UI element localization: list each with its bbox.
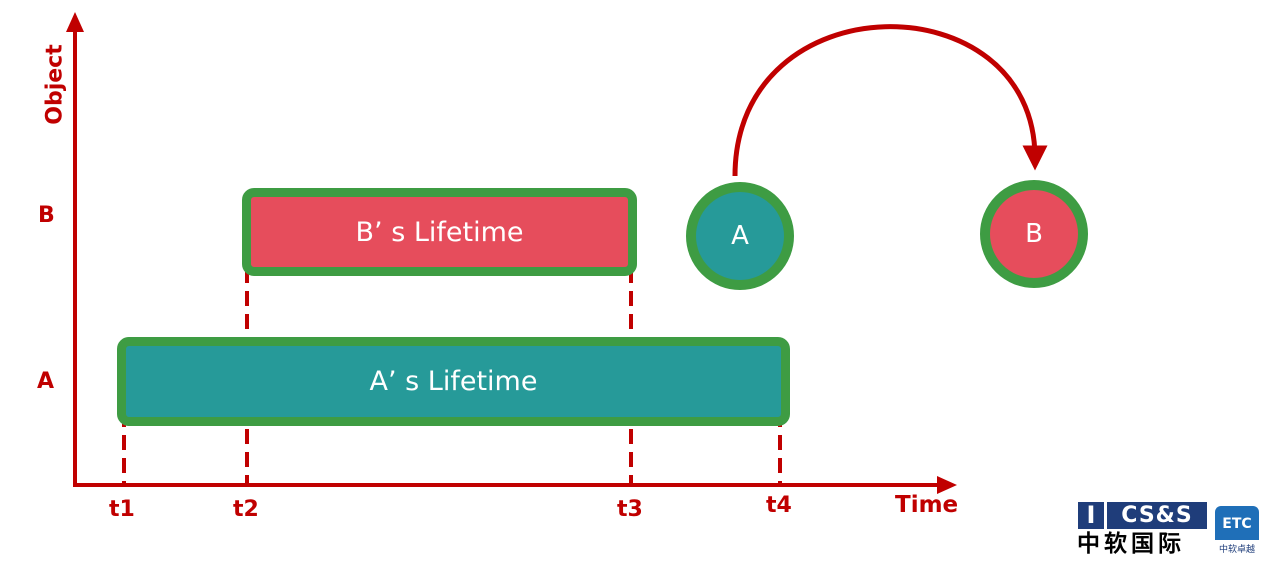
logo-text-css: CS&S xyxy=(1107,502,1207,529)
x-tick-t1: t1 xyxy=(109,497,135,522)
y-tick-a: A xyxy=(37,369,55,394)
logo-icon-i: I xyxy=(1078,502,1104,529)
company-logo: I CS&S 中软国际 ETC 中软卓越 xyxy=(1075,500,1260,558)
object-b-circle: B xyxy=(980,180,1088,288)
logo-badge: ETC 中软卓越 xyxy=(1215,506,1259,556)
transition-arc xyxy=(732,24,1048,177)
object-b-label: B xyxy=(1025,219,1043,249)
lifetime-bar-a: A’ s Lifetime xyxy=(117,337,790,426)
lifetime-label-b: B’ s Lifetime xyxy=(355,216,524,248)
object-a-label: A xyxy=(731,221,749,251)
x-axis-arrowhead xyxy=(937,476,957,494)
x-axis-label: Time xyxy=(895,492,959,518)
lifetime-label-a: A’ s Lifetime xyxy=(369,366,538,397)
object-a-circle: A xyxy=(686,182,794,290)
logo-badge-etc: ETC xyxy=(1215,506,1259,540)
x-tick-t2: t2 xyxy=(233,497,259,522)
y-axis-arrowhead xyxy=(66,12,84,32)
x-tick-t4: t4 xyxy=(766,493,792,518)
logo-badge-sub: 中软卓越 xyxy=(1218,545,1255,555)
y-tick-b: B xyxy=(38,203,55,228)
y-axis-label: Object xyxy=(42,44,68,125)
x-tick-t3: t3 xyxy=(617,497,643,522)
logo-text-chinese: 中软国际 xyxy=(1077,531,1185,557)
lifetime-bar-b: B’ s Lifetime xyxy=(242,188,637,276)
